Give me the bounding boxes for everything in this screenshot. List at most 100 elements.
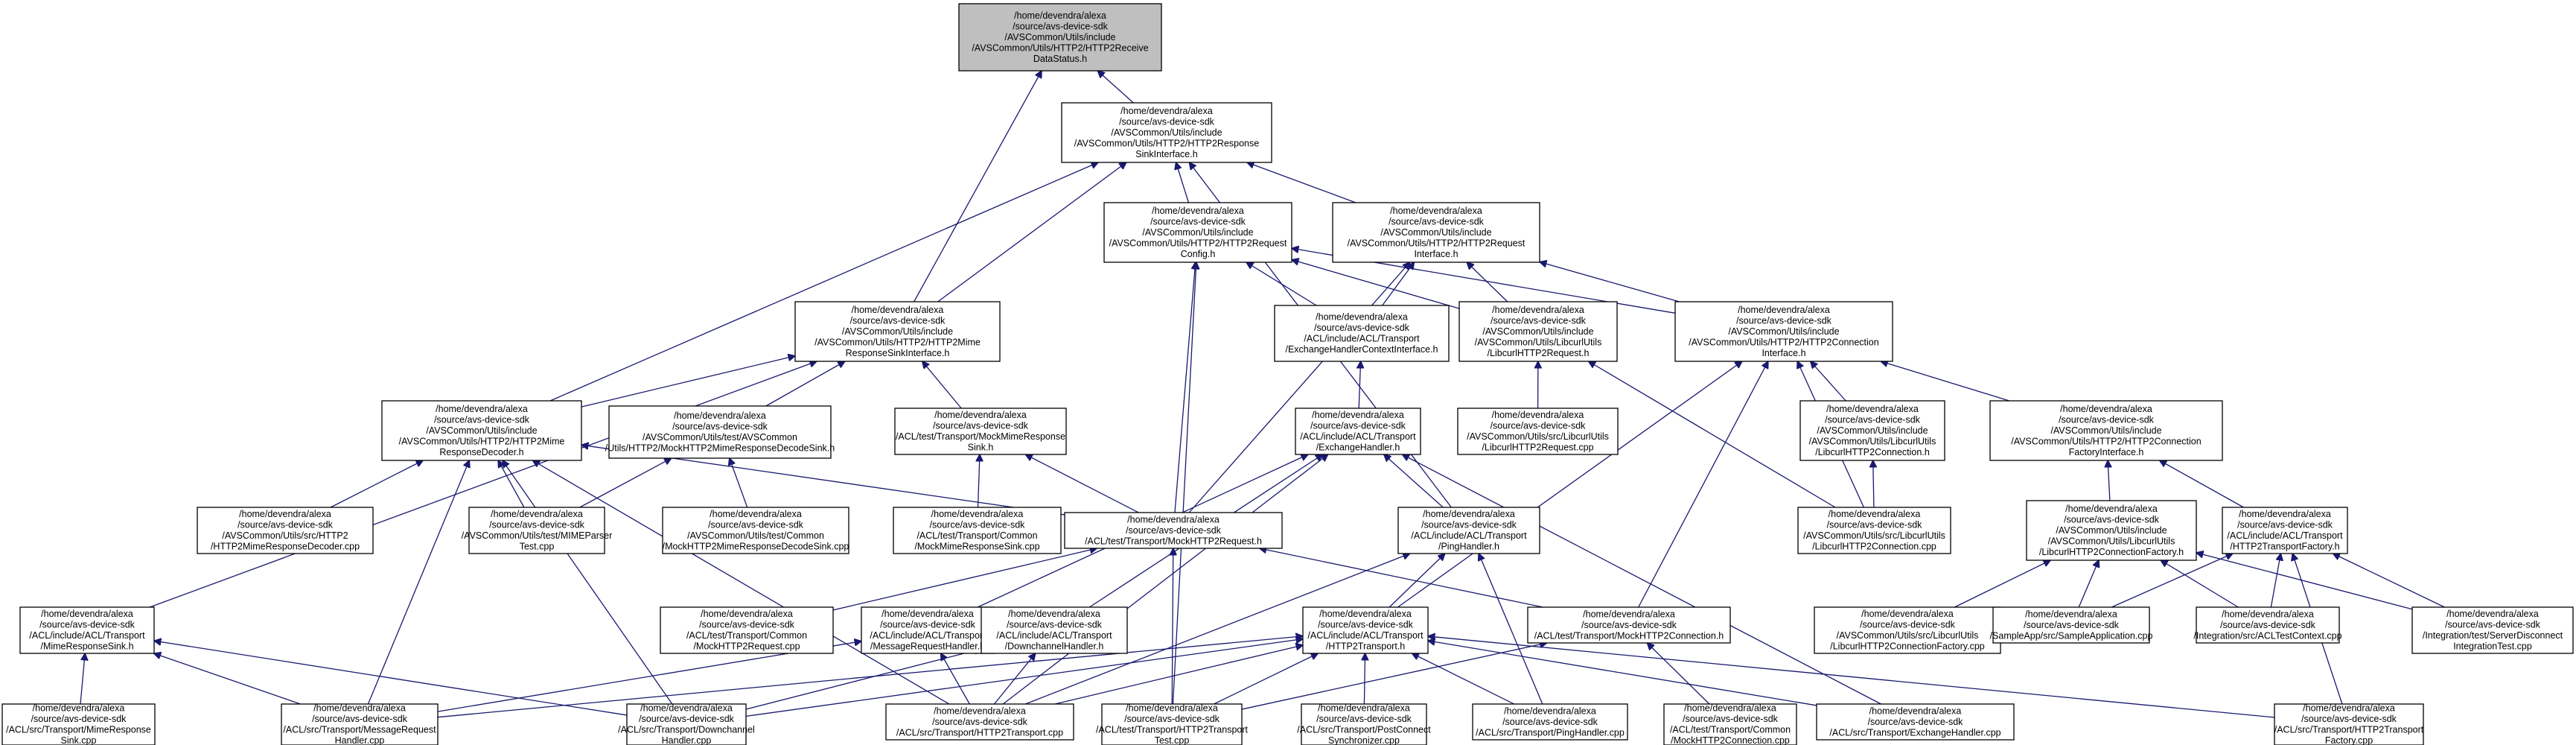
node-box: [1302, 606, 1429, 654]
file-node[interactable]: /home/devendra/alexa/source/avs-device-s…: [1989, 400, 2223, 461]
node-box: [1527, 606, 1731, 644]
file-node[interactable]: /home/devendra/alexa/source/avs-device-s…: [1816, 703, 2015, 741]
file-node[interactable]: /home/devendra/alexa/source/avs-device-s…: [660, 606, 834, 654]
dependency-edge: [532, 460, 950, 705]
file-node[interactable]: /home/devendra/alexa/source/avs-device-s…: [1990, 606, 2153, 644]
file-node[interactable]: /home/devendra/alexa/source/avs-device-s…: [1064, 512, 1283, 549]
node-label-line: /Integration/test/ServerDisconnect: [2423, 630, 2563, 641]
file-node[interactable]: /home/devendra/alexa/source/avs-device-s…: [605, 405, 835, 459]
dependency-edge: [1260, 548, 1543, 608]
file-node[interactable]: /home/devendra/alexa/source/avs-device-s…: [981, 606, 1128, 654]
node-label-line: /home/devendra/alexa: [710, 509, 802, 519]
node-label-line: /source/avs-device-sdk: [1827, 520, 1923, 530]
dependency-edge: [1174, 262, 1196, 513]
dependency-edge: [1188, 262, 1410, 513]
node-box: [1103, 202, 1292, 263]
node-label-line: /ACL/include/ACL/Transport: [870, 630, 986, 641]
node-label-line: /source/avs-device-sdk: [2024, 620, 2120, 630]
node-label-line: /source/avs-device-sdk: [1389, 216, 1485, 226]
file-node[interactable]: /home/devendra/alexa/source/avs-device-s…: [1799, 400, 1945, 461]
node-label-line: /SampleApp/src/SampleApplication.cpp: [1990, 630, 2153, 641]
node-box: [893, 507, 1062, 554]
node-label-line: /source/avs-device-sdk: [1581, 620, 1677, 630]
file-node[interactable]: /home/devendra/alexa/source/avs-device-s…: [1061, 102, 1272, 163]
file-node[interactable]: /home/devendra/alexa/source/avs-device-s…: [618, 703, 755, 745]
node-label-line: Sink.h: [968, 443, 994, 453]
dependency-edge: [1402, 454, 1881, 705]
node-label-line: /source/avs-device-sdk: [1316, 714, 1412, 724]
file-node[interactable]: /home/devendra/alexa/source/avs-device-s…: [2026, 500, 2197, 561]
dependency-edge: [579, 458, 672, 508]
dependency-edge: [745, 639, 1303, 717]
node-label-line: /home/devendra/alexa: [852, 305, 944, 315]
file-node[interactable]: /home/devendra/alexa/source/avs-device-s…: [462, 507, 613, 554]
file-node[interactable]: /home/devendra/alexa/source/avs-device-s…: [893, 507, 1062, 554]
file-node[interactable]: /home/devendra/alexa/source/avs-device-s…: [2274, 703, 2424, 745]
file-node[interactable]: /home/devendra/alexa/source/avs-device-s…: [1096, 703, 1249, 745]
file-node[interactable]: /home/devendra/alexa/source/avs-device-s…: [1458, 301, 1618, 362]
file-node[interactable]: /home/devendra/alexa/source/avs-device-s…: [885, 703, 1074, 741]
node-label-line: /Integration/src/ACLTestContext.cpp: [2193, 630, 2341, 641]
node-label-line: /ACL/src/Transport/MimeResponse: [6, 725, 151, 735]
file-node[interactable]: /home/devendra/alexa/source/avs-device-s…: [2193, 606, 2342, 644]
dependency-edge: [2270, 554, 2280, 608]
node-label-line: /source/avs-device-sdk: [1421, 520, 1517, 530]
node-label-line: /ACL/test/Transport/HTTP2Transport: [1096, 725, 1249, 735]
file-node[interactable]: /home/devendra/alexa/source/avs-device-s…: [1472, 703, 1628, 741]
dependency-edge: [978, 454, 980, 508]
node-label-line: /source/avs-device-sdk: [1491, 421, 1587, 431]
node-label-line: /AVSCommon/Utils/LibcurlUtils: [1809, 436, 1936, 446]
node-label-line: /home/devendra/alexa: [2065, 504, 2158, 514]
node-label-line: /source/avs-device-sdk: [1683, 714, 1779, 724]
file-node[interactable]: /home/devendra/alexa/source/avs-device-s…: [794, 301, 1001, 362]
file-node[interactable]: /home/devendra/alexa/source/avs-device-s…: [1674, 301, 1893, 362]
node-label-line: /source/avs-device-sdk: [932, 717, 1028, 727]
node-box: [1457, 408, 1619, 455]
file-node[interactable]: /home/devendra/alexa/source/avs-device-s…: [1797, 507, 1951, 554]
dependency-edge: [2111, 554, 2233, 608]
node-label-line: Test.cpp: [1155, 735, 1190, 745]
file-node[interactable]: /home/devendra/alexa/source/avs-device-s…: [1397, 507, 1540, 554]
file-node[interactable]: /home/devendra/alexa/source/avs-device-s…: [197, 507, 374, 554]
file-node[interactable]: /home/devendra/alexa/source/avs-device-s…: [1, 703, 156, 745]
file-node[interactable]: /home/devendra/alexa/source/avs-device-s…: [1274, 305, 1450, 362]
file-node[interactable]: /home/devendra/alexa/source/avs-device-s…: [381, 400, 582, 461]
node-box: [1814, 606, 2001, 654]
file-node[interactable]: /home/devendra/alexa/source/avs-device-s…: [1295, 408, 1421, 455]
dependency-edge: [1382, 262, 1415, 306]
node-box: [1332, 202, 1540, 263]
file-node[interactable]: /home/devendra/alexa/source/avs-device-s…: [19, 606, 155, 654]
dependency-edge: [1054, 645, 1303, 705]
node-label-line: /ACL/src/Transport/HTTP2Transport: [2274, 725, 2424, 735]
file-node[interactable]: /home/devendra/alexa/source/avs-device-s…: [662, 507, 849, 554]
dependency-edge: [1428, 641, 1817, 706]
file-node[interactable]: /home/devendra/alexa/source/avs-device-s…: [861, 606, 995, 654]
node-label-line: /AVSCommon/Utils/include: [1380, 227, 1491, 238]
node-label-line: /home/devendra/alexa: [2303, 703, 2395, 714]
file-node[interactable]: /home/devendra/alexa/source/avs-device-s…: [1302, 606, 1429, 654]
file-node[interactable]: /home/devendra/alexa/source/avs-device-s…: [281, 703, 439, 745]
dependency-edge: [1097, 71, 1134, 104]
file-node[interactable]: /home/devendra/alexa/source/avs-device-s…: [1814, 606, 2001, 654]
file-node[interactable]: /home/devendra/alexa/source/avs-device-s…: [1103, 202, 1292, 263]
node-box: [1295, 408, 1421, 455]
node-label-line: /AVSCommon/Utils/include: [1004, 32, 1115, 42]
file-node[interactable]: /home/devendra/alexa/source/avs-device-s…: [2411, 606, 2574, 654]
node-label-line: /HTTP2Transport.h: [1326, 641, 1406, 652]
file-node[interactable]: /home/devendra/alexa/source/avs-device-s…: [2222, 507, 2348, 554]
file-node[interactable]: /home/devendra/alexa/source/avs-device-s…: [1527, 606, 1731, 644]
file-node[interactable]: /home/devendra/alexa/source/avs-device-s…: [1332, 202, 1540, 263]
node-label-line: /AVSCommon/Utils/test/AVSCommon: [643, 432, 797, 443]
dependency-edge: [1873, 460, 1874, 508]
node-label-line: /MimeResponseSink.h: [40, 641, 133, 652]
node-label-line: Synchronizer.cpp: [1328, 735, 1400, 745]
node-label-line: /home/devendra/alexa: [1492, 305, 1584, 315]
file-node[interactable]: /home/devendra/alexa/source/avs-device-s…: [1663, 703, 1797, 745]
node-label-line: /AVSCommon/Utils/src/LibcurlUtils: [1803, 530, 1945, 541]
file-node[interactable]: /home/devendra/alexa/source/avs-device-s…: [894, 408, 1067, 455]
file-node[interactable]: /home/devendra/alexa/source/avs-device-s…: [1457, 408, 1619, 455]
node-label-line: /ACL/include/ACL/Transport: [1300, 431, 1416, 442]
root-file-node[interactable]: /home/devendra/alexa/source/avs-device-s…: [958, 3, 1162, 72]
file-node[interactable]: /home/devendra/alexa/source/avs-device-s…: [1297, 703, 1431, 745]
